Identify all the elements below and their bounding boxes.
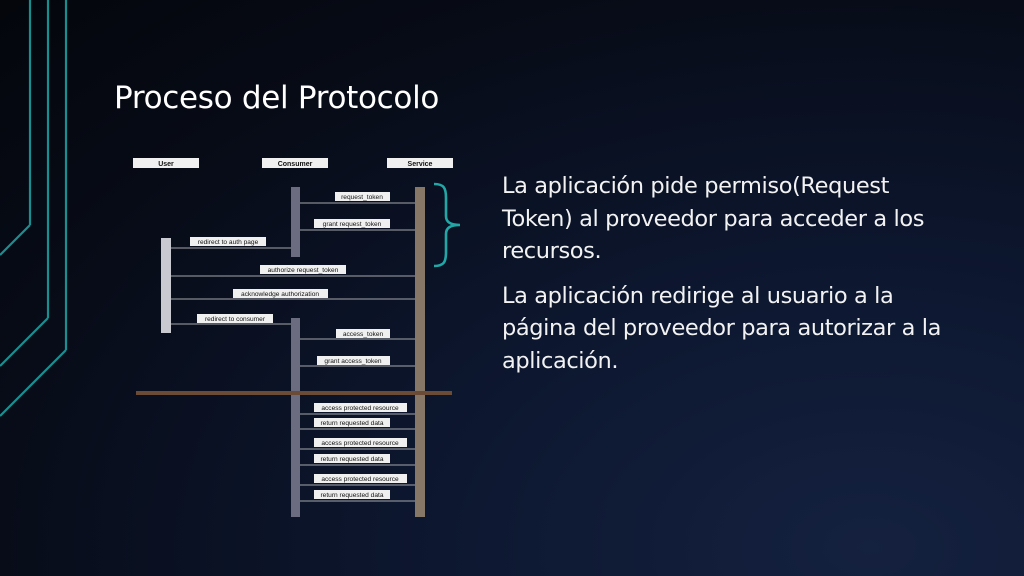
message-arrows [171, 202, 415, 502]
message-label: access protected resource [321, 476, 399, 483]
message-label: grant request_token [323, 221, 382, 228]
message-label: access protected resource [321, 440, 399, 447]
message-label: return requested data [320, 492, 383, 499]
participant-header-consumer [262, 158, 328, 168]
participant-label-service: Service [408, 161, 433, 168]
paragraph-request-token: La aplicación pide permiso(Request Token… [502, 173, 925, 264]
message-label: request_token [341, 194, 383, 201]
consumer-activation-bar-1 [291, 187, 300, 257]
participant-header-user [133, 158, 199, 168]
message-label: return requested data [320, 420, 383, 427]
consumer-activation-bar-2 [291, 318, 300, 517]
participant-header-service [387, 158, 453, 168]
message-label: grant access_token [324, 358, 382, 365]
message-label: acknowledge authorization [241, 291, 319, 298]
curly-brace-icon [433, 182, 461, 268]
service-activation-bar [415, 187, 425, 517]
paragraph-redirect-user: La aplicación redirige al usuario a la p… [502, 282, 941, 374]
message-label: redirect to consumer [205, 316, 266, 323]
message-label: access protected resource [321, 405, 399, 412]
message-label: access_token [343, 331, 384, 338]
message-label: return requested data [320, 456, 383, 463]
slide-title: Proceso del Protocolo [114, 80, 440, 116]
user-activation-bar [161, 238, 171, 333]
oauth-sequence-diagram: User Consumer Service request_token gran… [133, 158, 453, 517]
message-label: authorize request_token [268, 267, 339, 274]
phase-divider [136, 391, 452, 395]
description-text: La aplicación pide permiso(Request Token… [502, 170, 962, 389]
participant-label-user: User [158, 161, 174, 168]
participant-label-consumer: Consumer [278, 161, 313, 168]
message-label: redirect to auth page [198, 239, 259, 246]
